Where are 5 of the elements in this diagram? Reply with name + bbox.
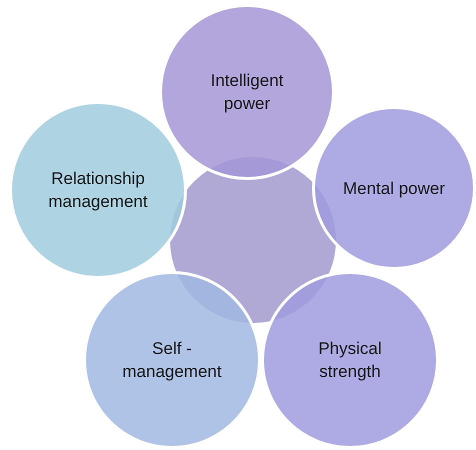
circle-label: Relationship management <box>47 168 149 213</box>
circle-label: Mental power <box>342 178 446 200</box>
circle-label: Physical strength <box>317 338 383 383</box>
circle-label: Self - management <box>121 338 223 383</box>
circle-label: Intelligent power <box>210 70 284 115</box>
